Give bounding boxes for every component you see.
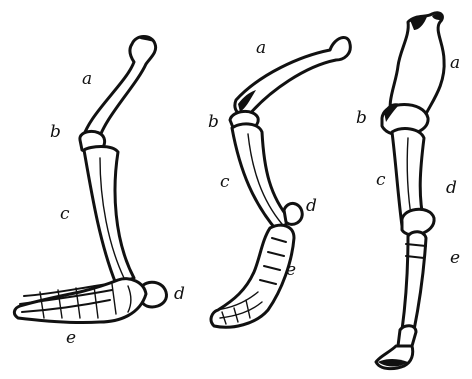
left-label-d: d [174, 286, 185, 303]
middle-label-c: c [220, 174, 230, 191]
right-limb-skeleton [376, 13, 444, 369]
middle-forearm-bone [232, 124, 290, 232]
right-label-a: a [450, 55, 460, 72]
right-label-c: c [376, 172, 386, 189]
middle-label-e: e [286, 262, 296, 279]
middle-label-d: d [306, 198, 317, 215]
left-upper-bone [82, 37, 156, 143]
right-label-e: e [450, 250, 460, 267]
left-label-a: a [82, 71, 92, 88]
middle-label-b: b [208, 114, 219, 131]
middle-upper-bone [235, 37, 350, 116]
right-pastern-bones [398, 326, 416, 346]
middle-limb-skeleton [211, 37, 350, 327]
right-label-b: b [356, 110, 367, 127]
left-label-e: e [66, 330, 76, 347]
left-forearm-bone [84, 147, 134, 285]
middle-label-a: a [256, 40, 266, 57]
left-label-b: b [50, 124, 61, 141]
right-label-d: d [446, 180, 457, 197]
left-label-c: c [60, 206, 70, 223]
middle-wrist-joint [284, 203, 302, 224]
